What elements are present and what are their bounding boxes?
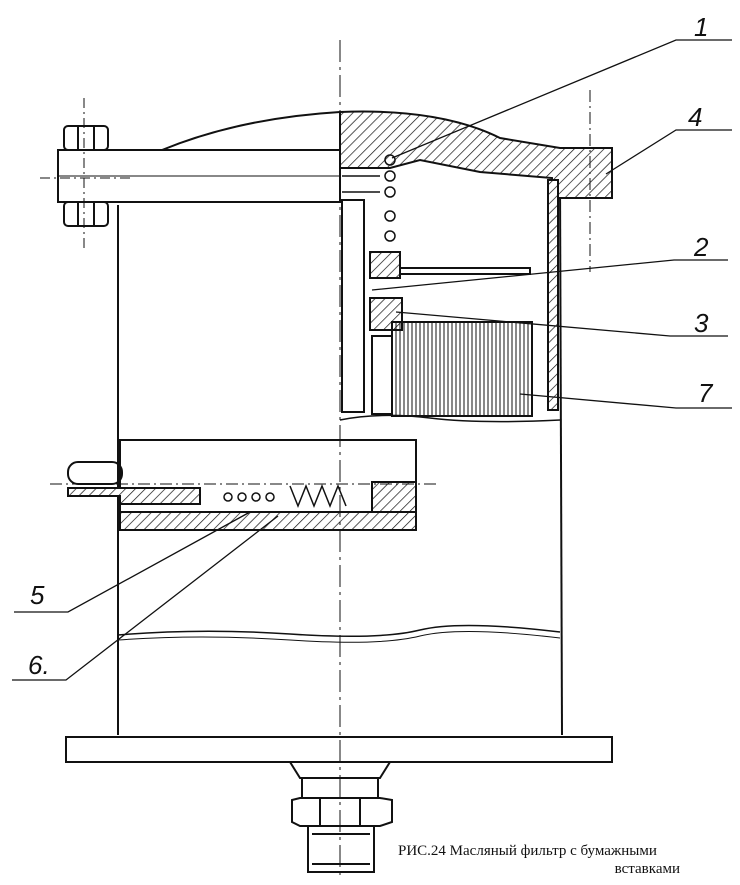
valve-plate [399,267,531,275]
caption-line-2: вставками [614,861,680,877]
lower-left-lug [67,461,123,485]
lower-bracket [67,487,201,505]
drain-fitting-hex-nut [291,797,393,827]
cover-dome [161,111,341,151]
lower-spring [223,483,347,509]
paper-filter-element [391,321,533,417]
callout-4: 4 [688,102,702,132]
bolt-nut-bottom [63,201,109,227]
callout-6: 6. [28,650,50,680]
relief-spring [342,154,396,264]
leader-lines [12,39,732,681]
lower-section [119,511,417,531]
callout-3: 3 [694,308,709,338]
inner-tube [341,199,365,413]
housing-right-wall [559,179,563,736]
callout-7: 7 [698,378,714,408]
callout-1: 1 [694,12,708,42]
callout-2: 2 [693,232,709,262]
cover-section [339,110,613,199]
figure-caption: РИС.24 Масляный фильтр с бумажными встав… [398,842,718,878]
break-line-lower [117,624,561,637]
callout-5: 5 [30,580,45,610]
bolt-nut-top [63,125,109,151]
drain-fitting-thread [307,825,375,873]
callout-labels: 1 4 2 3 7 5 6. [28,12,714,680]
lower-plug [371,481,417,513]
outer-sleeve [547,179,559,411]
valve-seat [369,251,401,279]
caption-line-1: РИС.24 Масляный фильтр с бумажными [398,843,657,859]
base-plate [65,736,613,763]
filter-core [371,335,393,415]
valve-body [369,297,403,331]
break-line-upper [339,414,561,423]
